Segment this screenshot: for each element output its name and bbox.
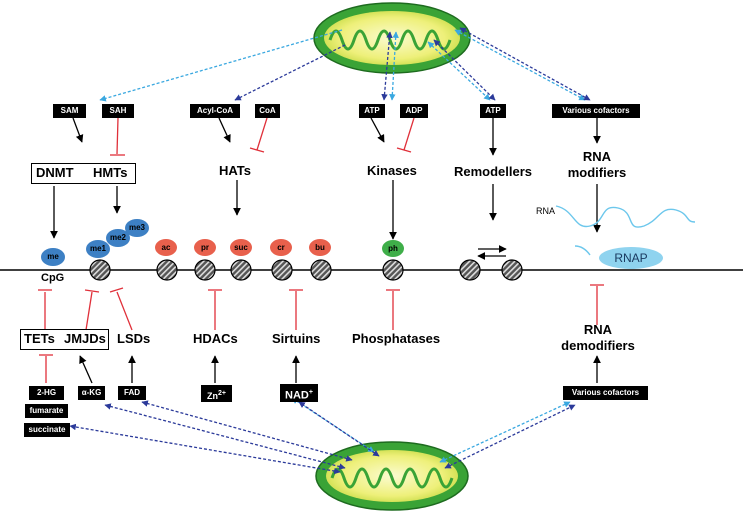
rna-demodifiers-label-line1: RNA: [583, 322, 613, 337]
nucleosome-5: [271, 259, 293, 281]
rna-strand: [555, 205, 696, 228]
hmts-label: HMTs: [93, 165, 128, 180]
bottom-inhibition-lines: [38, 284, 604, 383]
suc-mark: suc: [230, 239, 252, 256]
rnap-ellipse: RNAP: [599, 247, 663, 269]
hats-label: HATs: [219, 163, 252, 178]
top-inhibition-lines: [110, 117, 415, 156]
nucleosome-1: [89, 259, 111, 281]
kinases-label: Kinases: [367, 163, 417, 178]
remodelling-arrows: [477, 245, 507, 260]
rna-strand-tail: [574, 245, 591, 256]
hdacs-label: HDACs: [193, 331, 238, 346]
ph-mark: ph: [382, 240, 404, 257]
phosphatases-label: Phosphatases: [352, 331, 441, 346]
fumarate-box: fumarate: [25, 404, 68, 418]
atp-box-1: ATP: [359, 104, 385, 118]
sah-box: SAH: [102, 104, 134, 118]
nucleosome-9: [501, 259, 523, 281]
dnmt-hmts-frame: [31, 163, 136, 184]
me3-mark: me3: [125, 219, 149, 237]
bottom-connector-arrows: [69, 397, 576, 475]
akg-box: α-KG: [78, 386, 105, 400]
2hg-box: 2-HG: [29, 386, 64, 400]
rna-modifiers-label-line1: RNA: [582, 149, 612, 164]
top-activation-arrows: [50, 117, 601, 240]
nucleosome-6: [310, 259, 332, 281]
mitochondrion-bottom-icon: [315, 441, 469, 511]
nucleosome-7: [382, 259, 404, 281]
succinate-box: succinate: [24, 423, 70, 437]
me1-mark: me1: [86, 240, 110, 258]
tets-label: TETs: [24, 331, 55, 346]
zn-charge: 2+: [218, 390, 226, 397]
acyl-coa-box: Acyl-CoA: [190, 104, 240, 118]
lsds-label: LSDs: [117, 331, 151, 346]
dnmt-label: DNMT: [36, 165, 74, 180]
jmjds-label: JMJDs: [64, 331, 106, 346]
various-cofactors-bottom-box: Various cofactors: [563, 386, 648, 400]
nucleosome-4: [230, 259, 252, 281]
fad-box: FAD: [118, 386, 146, 400]
tets-jmjds-frame: [20, 329, 109, 350]
bottom-activation-arrows: [79, 355, 601, 384]
nad-charge: +: [308, 389, 313, 396]
sirtuins-label: Sirtuins: [272, 331, 321, 346]
rna-demodifiers-label-line2: demodifiers: [561, 338, 635, 353]
various-cofactors-top-box: Various cofactors: [552, 104, 640, 118]
rna-label: RNA: [536, 206, 556, 216]
mitochondrion-top-icon: [313, 2, 471, 74]
nucleosome-8: [459, 259, 481, 281]
nucleosomes: [89, 259, 523, 281]
zn-box: Zn2+: [201, 385, 232, 402]
cpg-methyl-mark: me: [41, 248, 65, 266]
bu-mark: bu: [309, 239, 331, 256]
atp-box-2: ATP: [480, 104, 506, 118]
ac-mark: ac: [155, 239, 177, 256]
sam-box: SAM: [53, 104, 86, 118]
adp-box: ADP: [400, 104, 428, 118]
nad-text: NAD: [285, 389, 309, 402]
coa-box: CoA: [255, 104, 280, 118]
nucleosome-3: [194, 259, 216, 281]
remodellers-label: Remodellers: [454, 164, 533, 179]
me2-mark: me2: [106, 229, 130, 247]
pr-mark: pr: [194, 239, 216, 256]
cpg-label: CpG: [41, 272, 65, 284]
nad-box: NAD+: [280, 384, 318, 402]
rna-modifiers-label-line2: modifiers: [567, 165, 627, 180]
top-connector-arrows: [99, 27, 591, 102]
nucleosome-2: [156, 259, 178, 281]
cr-mark: cr: [270, 239, 292, 256]
zn-text: Zn: [207, 391, 218, 401]
